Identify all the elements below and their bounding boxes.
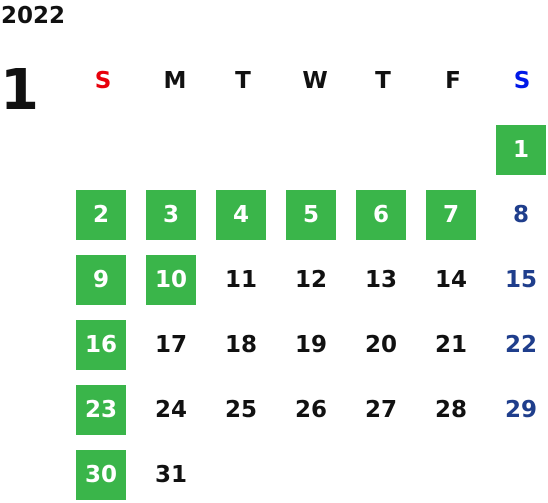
calendar-day[interactable]: 24 xyxy=(154,397,187,423)
calendar-day[interactable]: 20 xyxy=(364,332,397,358)
calendar-day[interactable]: 28 xyxy=(434,397,467,423)
calendar-year: 2022 xyxy=(1,3,66,29)
calendar-day[interactable]: 27 xyxy=(364,397,397,423)
calendar-day[interactable]: 9 xyxy=(76,255,126,305)
calendar-day[interactable]: 18 xyxy=(224,332,257,358)
calendar-day[interactable]: 13 xyxy=(364,267,397,293)
calendar-day[interactable]: 21 xyxy=(434,332,467,358)
calendar-day[interactable]: 17 xyxy=(154,332,187,358)
calendar-day[interactable]: 2 xyxy=(76,190,126,240)
calendar-day[interactable]: 29 xyxy=(504,397,537,423)
calendar-day[interactable]: 15 xyxy=(504,267,537,293)
calendar-day[interactable]: 25 xyxy=(224,397,257,423)
calendar-day[interactable]: 4 xyxy=(216,190,266,240)
calendar-day[interactable]: 1 xyxy=(496,125,546,175)
calendar-day[interactable]: 12 xyxy=(294,267,327,293)
calendar-day[interactable]: 8 xyxy=(512,202,529,228)
weekday-label: S xyxy=(513,68,531,94)
calendar-month: 1 xyxy=(0,58,39,123)
calendar-day[interactable]: 3 xyxy=(146,190,196,240)
weekday-label: W xyxy=(302,68,328,94)
calendar-day[interactable]: 11 xyxy=(224,267,257,293)
calendar-day[interactable]: 5 xyxy=(286,190,336,240)
weekday-label: T xyxy=(235,68,251,94)
weekday-label: S xyxy=(94,68,112,94)
calendar-day[interactable]: 26 xyxy=(294,397,327,423)
weekday-label: F xyxy=(445,68,461,94)
weekday-label: M xyxy=(163,68,187,94)
calendar-day[interactable]: 10 xyxy=(146,255,196,305)
calendar-day[interactable]: 30 xyxy=(76,450,126,500)
calendar-day[interactable]: 6 xyxy=(356,190,406,240)
calendar-day[interactable]: 16 xyxy=(76,320,126,370)
calendar-day[interactable]: 22 xyxy=(504,332,537,358)
weekday-label: T xyxy=(375,68,391,94)
calendar-day[interactable]: 31 xyxy=(154,462,187,488)
calendar-day[interactable]: 19 xyxy=(294,332,327,358)
calendar-day[interactable]: 7 xyxy=(426,190,476,240)
calendar-day[interactable]: 14 xyxy=(434,267,467,293)
calendar-day[interactable]: 23 xyxy=(76,385,126,435)
